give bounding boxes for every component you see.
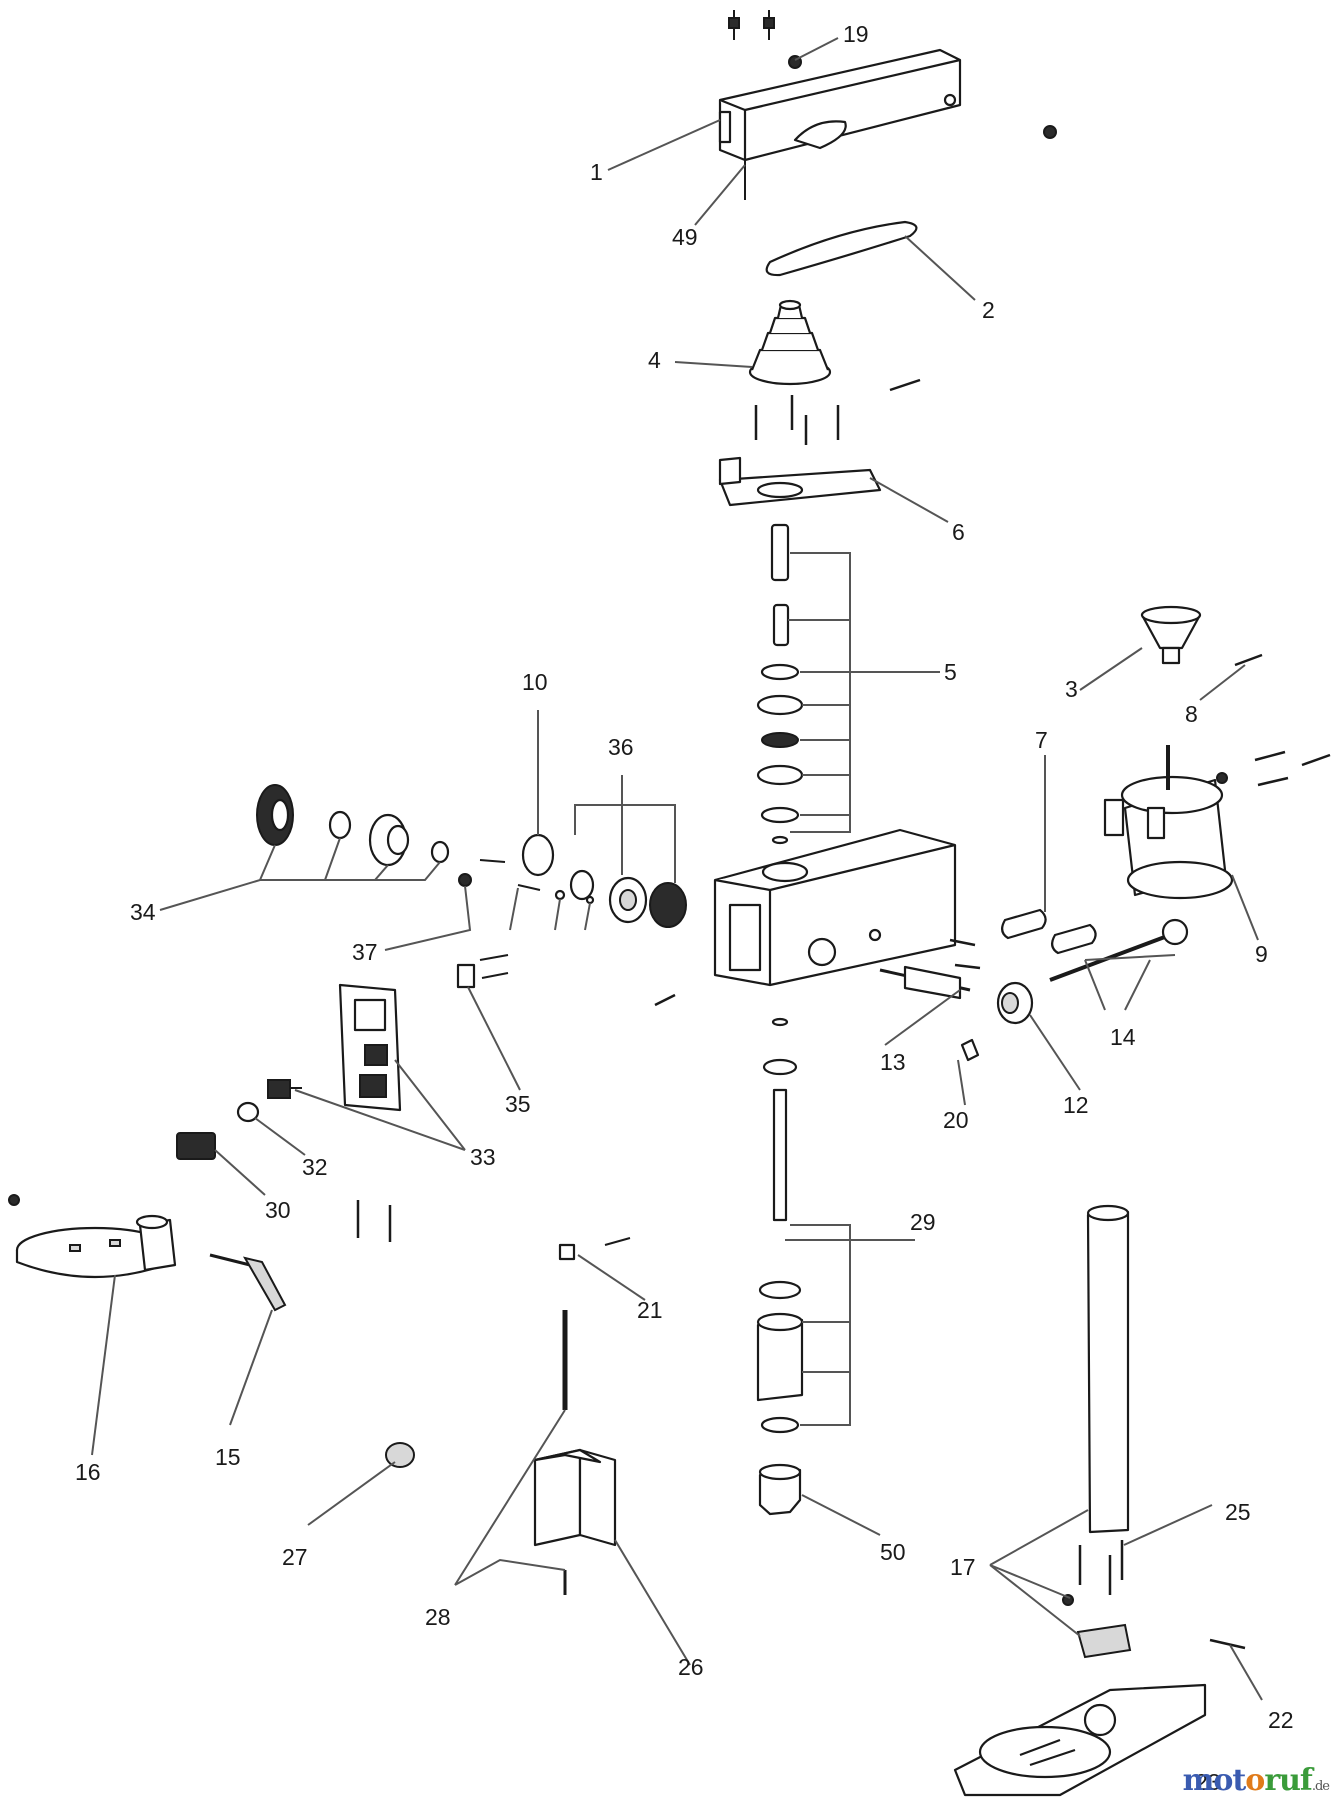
shaft-screws <box>654 938 981 1007</box>
label-part-2: 2 <box>982 297 995 323</box>
label-part-14: 14 <box>1110 1024 1136 1050</box>
label-part-8: 8 <box>1185 701 1198 727</box>
label-part-26: 26 <box>678 1654 704 1680</box>
label-part-23: 23 <box>1195 1769 1221 1795</box>
leader-lines <box>91 37 1263 1701</box>
label-part-20: 20 <box>943 1107 969 1133</box>
label-part-21: 21 <box>637 1297 663 1323</box>
label-part-9: 9 <box>1255 941 1268 967</box>
part-base <box>953 1683 1207 1797</box>
label-part-35: 35 <box>505 1091 531 1117</box>
column-bolts-25 <box>1078 1540 1124 1595</box>
part-column <box>1086 1204 1130 1534</box>
label-part-15: 15 <box>215 1444 241 1470</box>
part-mounting-plate <box>718 456 882 507</box>
part-clip <box>456 954 509 989</box>
label-part-17: 17 <box>950 1554 976 1580</box>
part-bolt-22 <box>1209 1638 1246 1650</box>
part-number-labels: 1 49 19 2 4 6 5 3 8 7 9 14 12 13 20 10 3… <box>75 21 1294 1795</box>
part-key-8 <box>1234 653 1263 667</box>
part-quill-assembly <box>756 1017 804 1434</box>
part-key-20 <box>960 1038 980 1062</box>
label-part-7: 7 <box>1035 727 1048 753</box>
label-part-30: 30 <box>265 1197 291 1223</box>
label-part-3: 3 <box>1065 676 1078 702</box>
label-part-16: 16 <box>75 1459 101 1485</box>
part-rocker-switch <box>176 1132 216 1160</box>
part-knob <box>385 1442 415 1468</box>
part-gear-set <box>569 869 687 928</box>
part-feed-handle <box>1049 918 1189 982</box>
label-part-22: 22 <box>1268 1707 1294 1733</box>
label-part-33: 33 <box>470 1144 496 1170</box>
label-part-25: 25 <box>1225 1499 1251 1525</box>
label-part-50: 50 <box>880 1539 906 1565</box>
motor-fasteners <box>1216 750 1331 787</box>
part-chuck <box>758 1463 802 1516</box>
part-switch-assembly <box>236 1079 302 1123</box>
label-part-37: 37 <box>352 939 378 965</box>
part-rollers <box>1001 908 1097 955</box>
label-part-1: 1 <box>590 159 603 185</box>
part-cover-disc <box>521 833 555 877</box>
label-part-13: 13 <box>880 1049 906 1075</box>
part-small-bracket <box>558 1237 631 1261</box>
label-part-36: 36 <box>608 734 634 760</box>
part-pinion-shaft <box>879 965 971 1000</box>
part-belt <box>765 220 918 277</box>
watermark-logo: motoruf.de <box>1182 1763 1330 1798</box>
part-spindle-pulley <box>748 299 832 386</box>
part-work-table <box>15 1214 177 1279</box>
label-part-32: 32 <box>302 1154 328 1180</box>
label-part-28: 28 <box>425 1604 451 1630</box>
label-part-49: 49 <box>672 224 698 250</box>
table-nut <box>8 1194 20 1206</box>
label-part-12: 12 <box>1063 1092 1089 1118</box>
part-control-panel <box>338 983 402 1112</box>
bolts-near-table <box>356 1200 392 1242</box>
label-part-27: 27 <box>282 1544 308 1570</box>
label-part-34: 34 <box>130 899 156 925</box>
part-spindle-assembly <box>756 523 804 845</box>
label-part-5: 5 <box>944 659 957 685</box>
part-motor <box>1103 745 1234 900</box>
label-part-19: 19 <box>843 21 869 47</box>
part-head-casting <box>713 828 957 987</box>
label-part-29: 29 <box>910 1209 936 1235</box>
label-part-10: 10 <box>522 669 548 695</box>
label-part-4: 4 <box>648 347 661 373</box>
part-guard <box>533 1448 617 1547</box>
part-hub <box>996 981 1034 1025</box>
pulley-screws <box>754 378 921 445</box>
part-speed-wheel-set <box>256 784 450 867</box>
part-belt-cover <box>718 48 962 162</box>
label-part-6: 6 <box>952 519 965 545</box>
part-lock-handle <box>209 1253 287 1312</box>
part-motor-pulley <box>1140 605 1202 665</box>
column-collar <box>1062 1594 1132 1659</box>
